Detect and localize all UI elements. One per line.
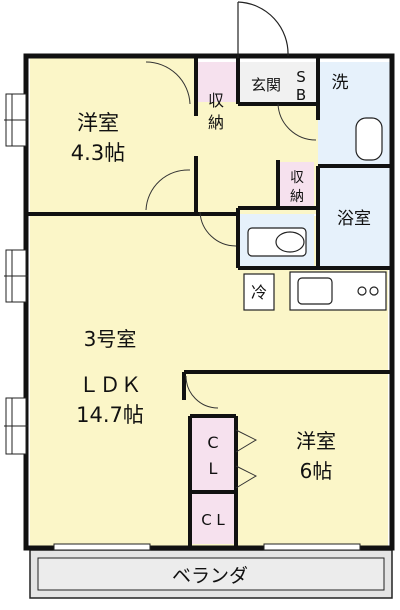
ldk-name: ＬＤＫ (79, 373, 142, 397)
door-swings (145, 61, 317, 489)
closet-2-label: C L (201, 511, 225, 529)
storage-1-label-bottom: 納 (208, 113, 224, 132)
shoe-box-label-top: S (296, 68, 306, 86)
closet-1-label-top: C (207, 433, 218, 452)
entrance-door (237, 1, 289, 58)
veranda-label: ベランダ (172, 565, 248, 587)
bathroom-label: 浴室 (337, 209, 371, 229)
veranda (29, 549, 393, 599)
ldk-size: 14.7帖 (76, 403, 144, 427)
storage-2-label-top: 収 (290, 170, 304, 186)
storage-2-label-bottom: 納 (290, 189, 304, 205)
western-room-1-size: 4.3帖 (71, 141, 125, 165)
shoe-box-label-bottom: B (296, 86, 306, 104)
closet-1-label-bottom: L (209, 459, 218, 478)
western-room-2-name: 洋室 (296, 429, 336, 453)
washroom-label: 洗 (332, 73, 349, 93)
room-labels: 洋室 4.3帖 収 納 玄関 S B 洗 収 納 浴室 冷 3号室 ＬＤＫ 14… (71, 68, 371, 587)
western-room-2-size: 6帖 (300, 459, 333, 483)
storage-1-label-top: 収 (208, 91, 224, 110)
fridge-label: 冷 (251, 283, 267, 302)
fixtures (243, 117, 387, 311)
ldk-unit-label: 3号室 (84, 327, 137, 351)
entrance-label: 玄関 (251, 76, 281, 94)
windows (4, 93, 361, 551)
western-room-1-name: 洋室 (77, 111, 119, 135)
